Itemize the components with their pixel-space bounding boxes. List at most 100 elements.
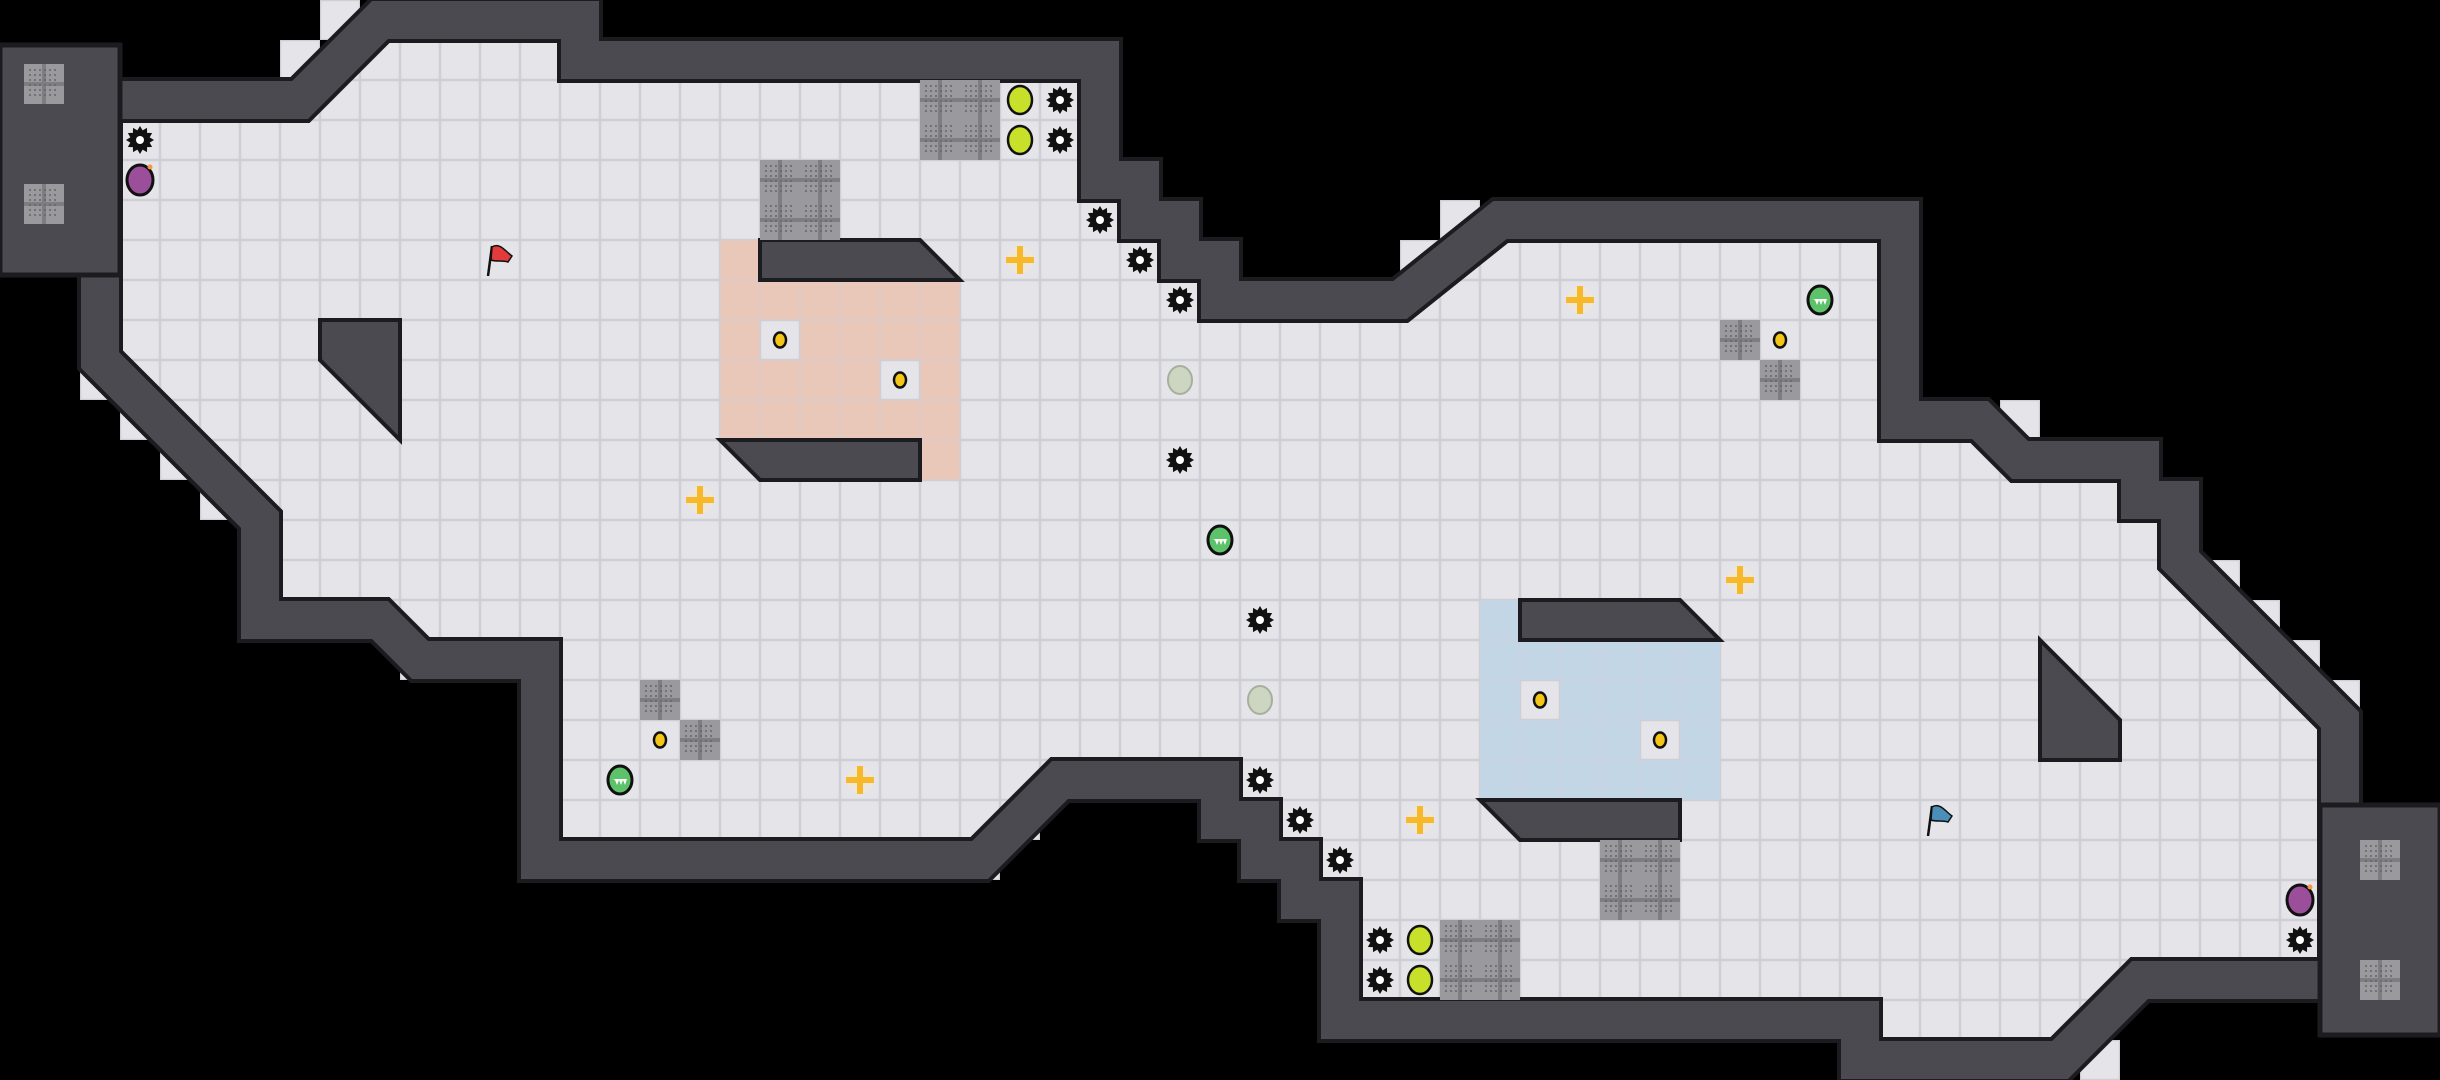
grate-hole bbox=[1445, 985, 1447, 987]
grate-hole bbox=[925, 85, 927, 87]
grate-hole bbox=[1655, 865, 1657, 867]
grate-hole bbox=[2385, 975, 2387, 977]
grate-hole bbox=[820, 215, 822, 217]
saw-hub bbox=[1336, 856, 1344, 864]
grate-hole bbox=[1745, 350, 1747, 352]
cross-v bbox=[1577, 286, 1583, 314]
grate-hole bbox=[660, 705, 662, 707]
grate-hole bbox=[820, 185, 822, 187]
grate-hole bbox=[1450, 990, 1452, 992]
grate-hole bbox=[950, 90, 952, 92]
grate-hole bbox=[780, 215, 782, 217]
grate-hole bbox=[1500, 975, 1502, 977]
grate-hole bbox=[985, 110, 987, 112]
grate-hole bbox=[1450, 965, 1452, 967]
grate-hole bbox=[1455, 970, 1457, 972]
grate-hole bbox=[54, 79, 56, 81]
grate-hole bbox=[1445, 925, 1447, 927]
grate-hole bbox=[935, 130, 937, 132]
grate-hole bbox=[710, 735, 712, 737]
grate-hole bbox=[1455, 935, 1457, 937]
grate-hole bbox=[830, 230, 832, 232]
grate-hole bbox=[1645, 905, 1647, 907]
saw-hub bbox=[136, 136, 144, 144]
grate-hole bbox=[2375, 970, 2377, 972]
grate-hole bbox=[1605, 855, 1607, 857]
grate-hole bbox=[650, 685, 652, 687]
grate-hole bbox=[1655, 905, 1657, 907]
grate-hole bbox=[1785, 375, 1787, 377]
red-zone-tile bbox=[760, 360, 800, 400]
grate-hole bbox=[1605, 860, 1607, 862]
grate-hole bbox=[1455, 940, 1457, 942]
grate-hole bbox=[815, 215, 817, 217]
grate-hole bbox=[925, 125, 927, 127]
grate-hole bbox=[785, 165, 787, 167]
grate-hole bbox=[34, 209, 36, 211]
grate-hole bbox=[1495, 940, 1497, 942]
grate-hole bbox=[34, 199, 36, 201]
grate-hole bbox=[1670, 845, 1672, 847]
flag-cloth bbox=[1930, 804, 1954, 823]
grate-hole bbox=[1490, 985, 1492, 987]
grate-hole bbox=[930, 100, 932, 102]
grate-hole bbox=[2385, 965, 2387, 967]
grate-hole bbox=[2390, 970, 2392, 972]
grate-hole bbox=[1650, 850, 1652, 852]
grate-hole bbox=[765, 220, 767, 222]
grate-hole bbox=[1790, 375, 1792, 377]
blue-zone-tile bbox=[1560, 760, 1600, 800]
grate-hole bbox=[810, 225, 812, 227]
grate-hole bbox=[1485, 935, 1487, 937]
grate-hole bbox=[1510, 935, 1512, 937]
grate-hole bbox=[1460, 985, 1462, 987]
grate-hole bbox=[1770, 380, 1772, 382]
grate-hole bbox=[790, 205, 792, 207]
metal-grate-icon bbox=[1440, 960, 1480, 1000]
grate-hole bbox=[1630, 870, 1632, 872]
purple-bomb-icon bbox=[125, 163, 155, 197]
grate-hole bbox=[2375, 855, 2377, 857]
grate-hole bbox=[780, 190, 782, 192]
grate-hole bbox=[2375, 865, 2377, 867]
grate-hole bbox=[1605, 850, 1607, 852]
grate-hole bbox=[1450, 975, 1452, 977]
grate-hole bbox=[1490, 935, 1492, 937]
grate-hole bbox=[690, 735, 692, 737]
cross-v bbox=[1737, 566, 1743, 594]
grate-hole bbox=[1620, 900, 1622, 902]
grate-hole bbox=[1625, 900, 1627, 902]
grate-hole bbox=[765, 170, 767, 172]
grate-hole bbox=[825, 220, 827, 222]
saw-hub bbox=[1096, 216, 1104, 224]
grate-hole bbox=[1445, 965, 1447, 967]
grate-hole bbox=[700, 745, 702, 747]
cross-v bbox=[697, 486, 703, 514]
blue-zone-tile bbox=[1480, 600, 1520, 640]
grate-hole bbox=[1625, 905, 1627, 907]
grate-hole bbox=[1670, 855, 1672, 857]
grate-hole bbox=[930, 130, 932, 132]
grate-hole bbox=[49, 94, 51, 96]
grate-hole bbox=[1670, 895, 1672, 897]
grate-hole bbox=[2380, 870, 2382, 872]
grate-hole bbox=[965, 85, 967, 87]
grate-hole bbox=[780, 210, 782, 212]
grate-hole bbox=[1625, 885, 1627, 887]
grate-hole bbox=[975, 85, 977, 87]
grate-hole bbox=[935, 90, 937, 92]
wall-obstacle bbox=[2038, 635, 2122, 762]
grate-hole bbox=[1780, 375, 1782, 377]
grate-hole bbox=[810, 175, 812, 177]
grate-hole bbox=[815, 190, 817, 192]
grate-hole bbox=[1610, 905, 1612, 907]
grate-hole bbox=[925, 100, 927, 102]
grate-hole bbox=[1655, 850, 1657, 852]
grate-hole bbox=[975, 90, 977, 92]
grate-hole bbox=[805, 165, 807, 167]
grate-hole bbox=[1490, 990, 1492, 992]
grate-hole bbox=[1505, 990, 1507, 992]
bomb-fuse bbox=[147, 164, 153, 170]
pale-disc-icon bbox=[1247, 685, 1273, 715]
grate-hole bbox=[1775, 380, 1777, 382]
